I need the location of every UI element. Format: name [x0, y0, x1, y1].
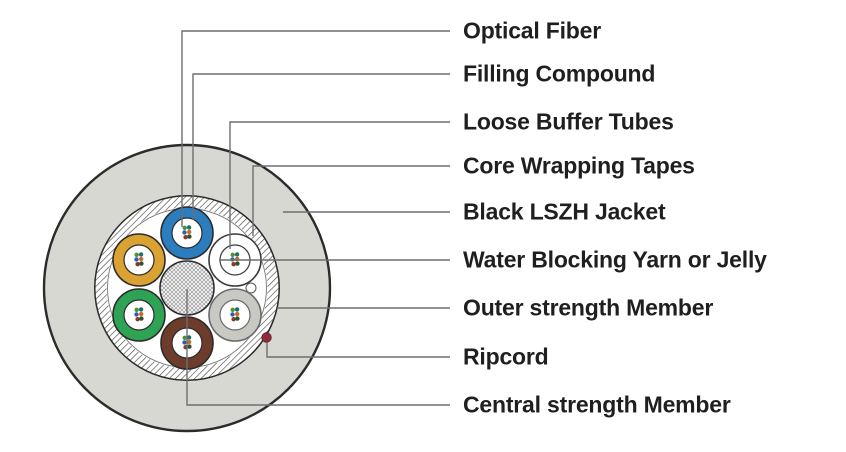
buffer-tube-yellow — [112, 233, 166, 287]
fiber-bundle — [182, 335, 192, 350]
buffer-tube-green — [112, 288, 166, 342]
fiber-bundle — [134, 252, 144, 267]
fiber-bundle — [230, 307, 240, 322]
fiber-bundle — [134, 307, 144, 322]
central-strength-member — [159, 260, 215, 316]
label-optical-fiber: Optical Fiber — [463, 17, 601, 44]
label-core-wrapping-tapes: Core Wrapping Tapes — [463, 152, 695, 179]
fiber-bundle — [230, 252, 240, 267]
leader-line-optical-fiber — [181, 30, 450, 227]
label-loose-buffer-tubes: Loose Buffer Tubes — [463, 108, 674, 135]
label-water-blocking-yarn: Water Blocking Yarn or Jelly — [463, 246, 767, 273]
leader-line-loose-buffer-tubes — [229, 121, 450, 249]
label-outer-strength-member: Outer strength Member — [463, 294, 714, 321]
leader-line-ripcord — [266, 342, 450, 358]
leader-line-central-strength-member — [186, 289, 450, 406]
label-ripcord: Ripcord — [463, 343, 549, 370]
ripcord-dot — [261, 332, 272, 343]
fiber-bundle — [182, 225, 192, 240]
leader-lines — [181, 30, 450, 406]
label-black-lszh-jacket: Black LSZH Jacket — [463, 198, 666, 225]
buffer-tube-gray — [208, 288, 262, 342]
leader-line-core-wrapping-tapes — [252, 165, 450, 236]
leader-line-filling-compound — [192, 73, 450, 220]
label-filling-compound: Filling Compound — [463, 60, 656, 87]
label-central-strength-member: Central strength Member — [463, 391, 731, 418]
buffer-tube-blue — [160, 206, 214, 260]
filler-rod — [245, 282, 257, 294]
